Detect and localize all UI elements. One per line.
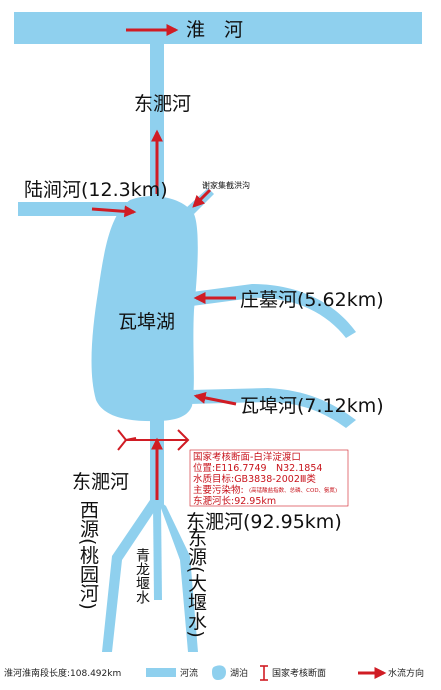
wafu-lake [91, 196, 198, 422]
dongfeihe-north-label: 东淝河 [134, 93, 191, 115]
section-info-box: 国家考核断面-白洋淀渡口 位置:E116.7749 N32.1854 水质目标:… [189, 449, 349, 507]
dongfeihe-south-right-label: 东淝河(92.95km) [186, 511, 342, 533]
section-pollutant-label: 主要污染物: [193, 484, 244, 496]
wafuhe-river [190, 388, 356, 428]
legend-section-label: 国家考核断面 [272, 667, 326, 679]
zhuangmuhe-label: 庄墓河(5.62km) [240, 289, 384, 311]
legend-lake-label: 湖泊 [230, 668, 248, 679]
section-title: 国家考核断面-白洋淀渡口 [193, 451, 301, 463]
qinglong-branch [153, 504, 162, 600]
dongfeihe-north-channel [150, 40, 164, 208]
section-length: 东淝河长:92.95km [193, 495, 276, 507]
wafu-lake-label: 瓦埠湖 [118, 311, 175, 333]
legend-river-swatch [146, 668, 176, 677]
flow-arrows [91, 24, 237, 500]
flow-arrow-lujianhe [91, 205, 137, 218]
wafuhe-label: 瓦埠河(7.12km) [240, 395, 384, 417]
xiyuan-branch [102, 500, 158, 652]
flow-arrow-xiejia [192, 188, 212, 208]
legend-flow-label: 水流方向 [388, 667, 424, 679]
lujianhe-label: 陆涧河(12.3km) [24, 179, 168, 201]
section-position: 位置:E116.7749 N32.1854 [193, 462, 322, 474]
xiejia-ditch-label: 谢家集截洪沟 [202, 180, 250, 190]
dongfeihe-south-left-label: 东淝河 [72, 471, 129, 493]
huaihe-label: 淮 河 [186, 19, 243, 41]
section-marker [117, 429, 190, 451]
xiyuan-label: 西源(桃园河) [77, 500, 99, 610]
legend: 淮河淮南段长度:108.492km 河流 湖泊 国家考核断面 水流方向 [4, 665, 424, 681]
section-target: 水质目标:GB3838-2002Ⅲ类 [193, 473, 316, 485]
legend-length-note: 淮河淮南段长度:108.492km [4, 667, 121, 679]
water-bodies [14, 12, 422, 652]
flow-arrow-wafuhe [193, 391, 237, 406]
qinglong-label: 青龙堰水 [134, 548, 150, 604]
dongyuan-label: 东源(大堰水) [185, 528, 207, 638]
dongyuan-branch [158, 500, 198, 652]
legend-section-swatch [260, 665, 268, 681]
section-pollutant-detail: (高锰酸盐指数、总磷、COD、氨氮) [249, 486, 337, 494]
legend-lake-swatch [212, 665, 226, 680]
huaihe-river [14, 12, 422, 44]
legend-river-label: 河流 [180, 667, 198, 679]
